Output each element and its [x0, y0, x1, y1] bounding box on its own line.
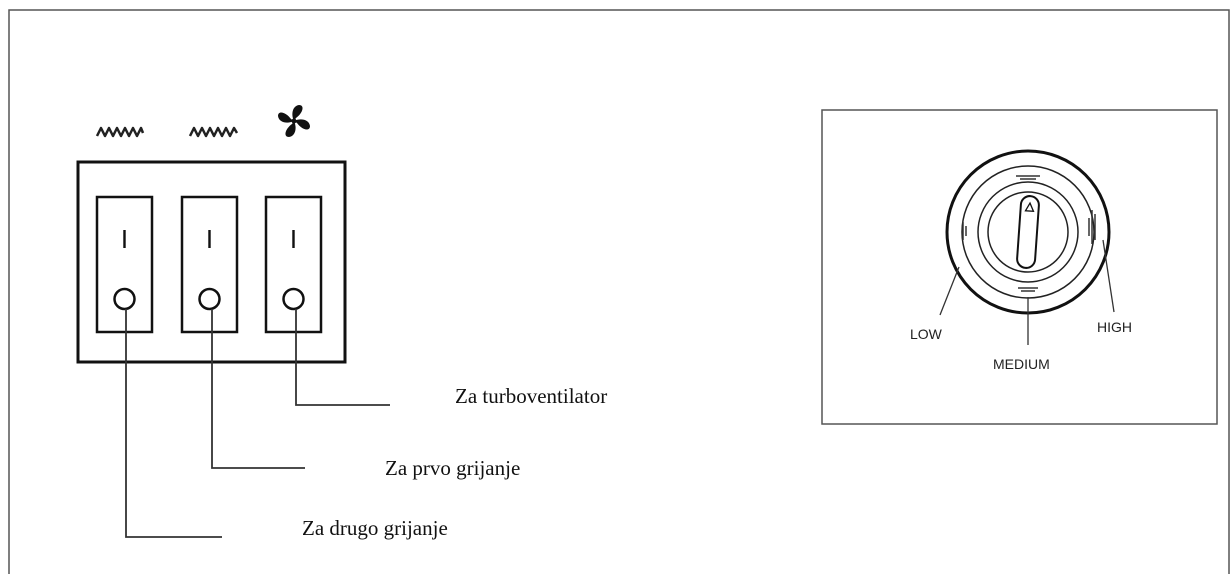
callout-fan: Za turboventilator	[455, 384, 607, 408]
heater-1-icon	[95, 126, 145, 138]
leader-line-fan	[295, 309, 390, 406]
page-border	[8, 9, 1230, 574]
switch-on-mark: I	[121, 224, 128, 254]
dial-label-high: HIGH	[1097, 319, 1132, 335]
dial-scale-marks	[962, 175, 1096, 292]
dial-knob	[1016, 195, 1040, 269]
switch-off-mark	[198, 287, 221, 311]
callout-heater-first: Za prvo grijanje	[385, 456, 520, 480]
dial-label-medium: MEDIUM	[993, 356, 1050, 372]
switch-off-mark	[113, 287, 136, 311]
dial-label-low: LOW	[910, 326, 943, 342]
rocker-switch-heater-2: I	[95, 195, 154, 334]
leader-line-heater-first	[211, 309, 305, 469]
rocker-switch-heater-1: I	[180, 195, 239, 334]
switch-on-mark: I	[206, 224, 213, 254]
switch-off-mark	[282, 287, 305, 311]
leader-line-low	[939, 266, 960, 316]
switch-on-mark: I	[290, 224, 297, 254]
heater-2-icon	[188, 126, 239, 138]
leader-line-heater-second	[125, 309, 222, 538]
leader-line-high	[1102, 239, 1115, 313]
callout-heater-second: Za drugo grijanje	[302, 516, 448, 540]
rocker-switch-fan: I	[264, 195, 323, 334]
rotary-dial	[945, 149, 1111, 315]
pointer-triangle-icon	[1024, 201, 1035, 213]
fan-icon	[278, 105, 310, 137]
